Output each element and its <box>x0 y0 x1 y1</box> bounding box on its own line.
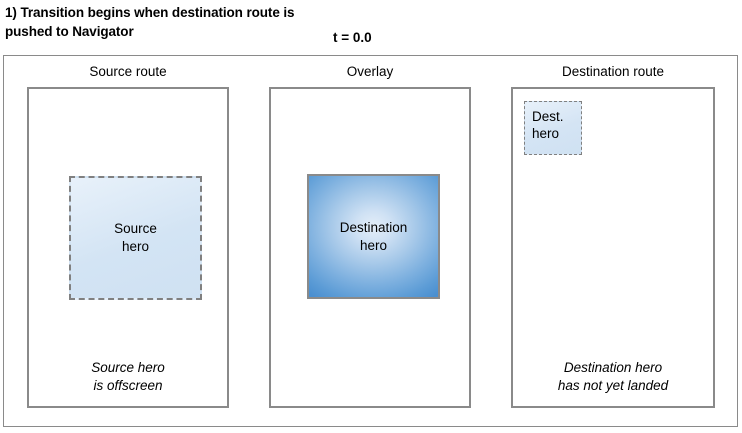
destination-hero-box: Dest. hero <box>524 101 582 155</box>
overlay-hero-box: Destination hero <box>307 174 440 299</box>
panel-destination-route: Destination route Dest. hero Destination… <box>511 65 715 408</box>
time-label: t = 0.0 <box>333 30 372 45</box>
panel-title-source-route: Source route <box>89 64 167 79</box>
step-title: 1) Transition begins when destination ro… <box>5 5 295 39</box>
panel-title-destination-route: Destination route <box>561 64 665 79</box>
panel-source-route: Source route Source hero Source hero is … <box>27 65 229 408</box>
source-hero-box: Source hero <box>69 176 202 300</box>
caption-source-route: Source hero is offscreen <box>91 360 165 394</box>
panel-body-destination-route: Dest. hero Destination hero has not yet … <box>511 87 715 408</box>
panel-title-overlay: Overlay <box>346 64 394 79</box>
panel-body-overlay: Destination hero <box>269 87 471 408</box>
panel-body-source-route: Source hero Source hero is offscreen <box>27 87 229 408</box>
caption-destination-route: Destination hero has not yet landed <box>557 360 669 394</box>
panel-overlay: Overlay Destination hero <box>269 65 471 408</box>
